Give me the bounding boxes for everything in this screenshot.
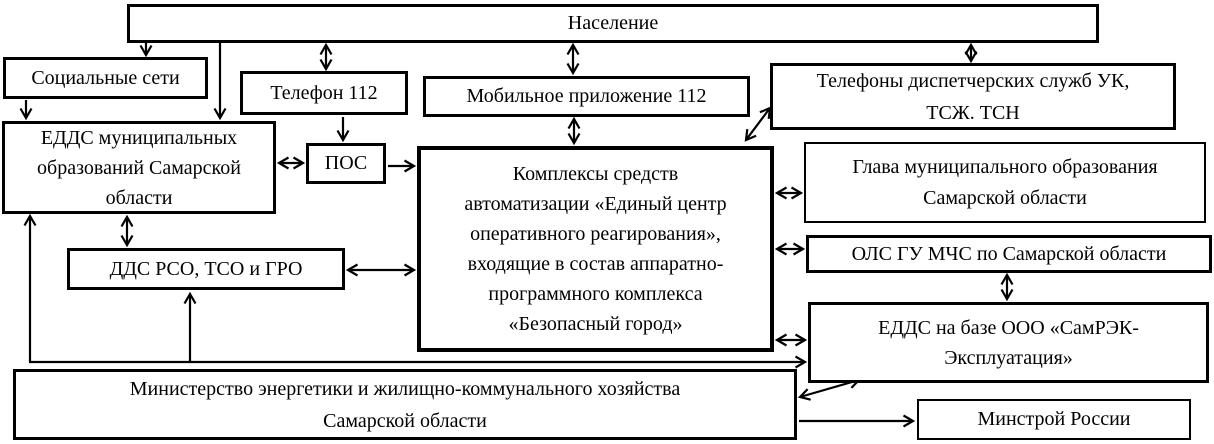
- node-dispatch-phones-label: Телефоны диспетчерских служб УК, ТСЖ. ТС…: [816, 69, 1130, 124]
- node-social-networks: Социальные сети: [3, 57, 208, 99]
- node-minstroy-label: Минстрой России: [977, 408, 1131, 430]
- node-population: Население: [127, 4, 1099, 43]
- node-ksa-safe-city-label: Комплексы средств автоматизации «Единый …: [464, 163, 727, 335]
- node-social-networks-label: Социальные сети: [31, 66, 180, 89]
- node-ministry-energy: Министерство энергетики и жилищно-коммун…: [13, 369, 797, 440]
- node-dispatch-phones: Телефоны диспетчерских служб УК, ТСЖ. ТС…: [770, 63, 1176, 130]
- node-mobile-app-112-label: Мобильное приложение 112: [466, 85, 707, 107]
- node-phone-112-label: Телефон 112: [270, 81, 378, 104]
- node-mobile-app-112: Мобильное приложение 112: [423, 76, 750, 117]
- node-head-of-municipality: Глава муниципального образования Самарск…: [804, 142, 1206, 223]
- node-ministry-energy-label: Министерство энергетики и жилищно-коммун…: [129, 377, 681, 432]
- node-minstroy: Минстрой России: [917, 399, 1191, 440]
- node-pos-label: ПОС: [324, 152, 368, 174]
- node-dds-rso-label: ДДС РСО, ТСО и ГРО: [109, 257, 303, 280]
- node-population-label: Население: [567, 12, 659, 34]
- node-ols-mchs: ОЛС ГУ МЧС по Самарской области: [806, 235, 1212, 273]
- node-edds-samrek-label: ЕДДС на базе ООО «СамРЭК- Эксплуатация»: [878, 316, 1139, 369]
- node-edds-municipal-label: ЕДДС муниципальных образований Самарской…: [37, 126, 241, 209]
- node-phone-112: Телефон 112: [240, 71, 408, 115]
- node-ksa-safe-city: Комплексы средств автоматизации «Единый …: [417, 146, 774, 352]
- node-ols-mchs-label: ОЛС ГУ МЧС по Самарской области: [851, 242, 1167, 265]
- node-dds-rso: ДДС РСО, ТСО и ГРО: [67, 248, 345, 290]
- node-head-of-municipality-label: Глава муниципального образования Самарск…: [852, 155, 1158, 209]
- node-edds-municipal: ЕДДС муниципальных образований Самарской…: [2, 121, 276, 214]
- node-pos: ПОС: [306, 143, 386, 184]
- node-edds-samrek: ЕДДС на базе ООО «СамРЭК- Эксплуатация»: [808, 302, 1209, 383]
